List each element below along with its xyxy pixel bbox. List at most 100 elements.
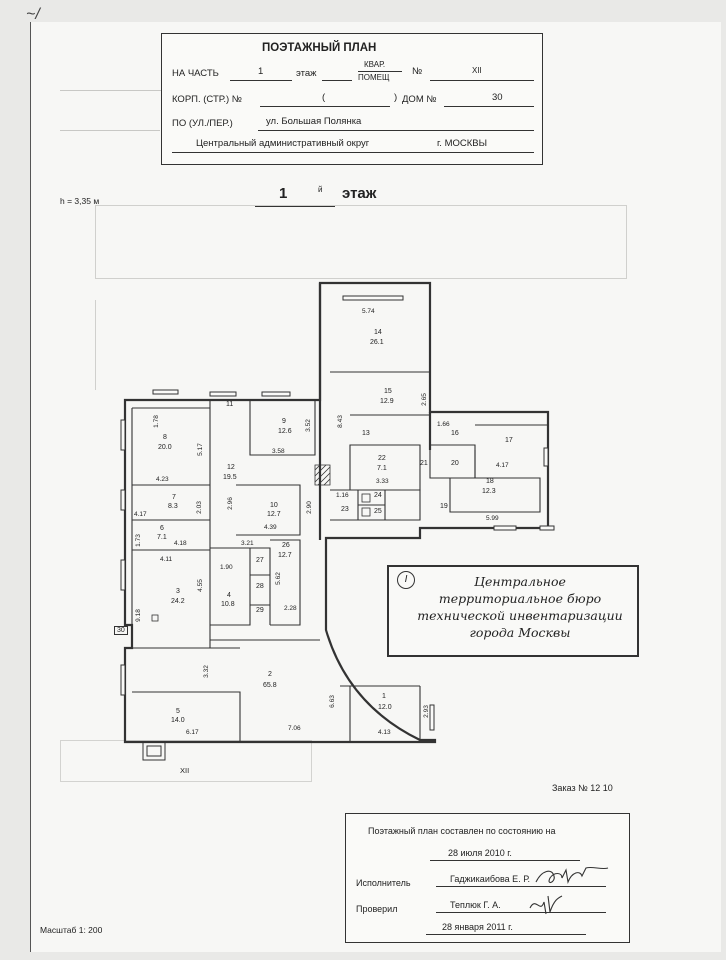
dom-value: 30 — [492, 92, 503, 103]
room-number: 25 — [374, 508, 382, 515]
dimension: 6.17 — [186, 729, 199, 736]
room-number: 10 — [270, 502, 278, 509]
checker-name: Теплюк Г. А. — [450, 900, 501, 910]
room-number: 27 — [256, 557, 264, 564]
dom-label: ДОМ № — [402, 94, 437, 105]
dimension: 1.16 — [336, 492, 349, 499]
room-area: 12.3 — [482, 488, 496, 495]
dimension: 2.65 — [420, 393, 428, 406]
room-number: 20 — [451, 460, 459, 467]
na-chast-value: 1 — [258, 66, 264, 77]
signature-executor — [535, 866, 609, 885]
room-number: 26 — [282, 542, 290, 549]
room-number: 5 — [176, 708, 180, 715]
dimension: 2.93 — [422, 705, 430, 718]
room-number: 30 — [114, 626, 128, 635]
footer-box: Поэтажный план составлен по состоянию на… — [345, 813, 630, 943]
dimension: 5.99 — [486, 515, 499, 522]
room-area: 8.3 — [168, 503, 178, 510]
room-area: 7.1 — [377, 465, 387, 472]
dimension: 3.58 — [272, 448, 285, 455]
dimension: 4.23 — [156, 476, 169, 483]
dimension: 4.17 — [134, 511, 147, 518]
dimension: 3.52 — [304, 419, 312, 432]
dimension: 1.73 — [134, 534, 142, 547]
dimension: 1.66 — [437, 421, 450, 428]
room-number: 8 — [163, 434, 167, 441]
korp-label: КОРП. (СТР.) № — [172, 94, 242, 105]
dimension: 4.11 — [160, 556, 173, 563]
room-number: 16 — [451, 430, 459, 437]
floor-number: 1 — [279, 185, 288, 202]
street-value: ул. Большая Полянка — [266, 116, 362, 127]
header-title: ПОЭТАЖНЫЙ ПЛАН — [262, 42, 377, 54]
room-number: 21 — [420, 460, 428, 467]
dimension: 2.28 — [284, 605, 297, 612]
plan-mark: XII — [180, 766, 190, 775]
korp-open: ( — [322, 92, 326, 103]
room-area: 12.9 — [380, 398, 394, 405]
state-line: Поэтажный план составлен по состоянию на — [368, 826, 556, 836]
room-number: 18 — [486, 478, 494, 485]
room-number: 7 — [172, 494, 176, 501]
room-area: 12.6 — [278, 428, 292, 435]
dimension: 4.39 — [264, 524, 277, 531]
no-label: № — [412, 66, 423, 77]
room-number: 24 — [374, 492, 382, 499]
room-number: 9 — [282, 418, 286, 425]
checker-label: Проверил — [356, 904, 398, 914]
na-chast-label: НА ЧАСТЬ — [172, 68, 219, 79]
dimension: 3.33 — [376, 478, 389, 485]
kvar-label: КВАР. — [364, 60, 386, 69]
room-number: 28 — [256, 583, 264, 590]
corner-mark: ~/ — [26, 6, 40, 23]
dimension: 2.96 — [226, 497, 234, 510]
executor-label: Исполнитель — [356, 878, 411, 888]
dimension: 5.74 — [362, 308, 375, 315]
room-number: 3 — [176, 588, 180, 595]
floor-suffix: й — [318, 185, 323, 194]
room-area: 14.0 — [171, 717, 185, 724]
signature-checker — [529, 895, 563, 915]
room-number: 15 — [384, 388, 392, 395]
dimension: 1.90 — [220, 564, 233, 571]
room-number: 11 — [226, 401, 234, 408]
order-number: Заказ № 12 10 — [552, 783, 613, 793]
dimension: 4.17 — [496, 462, 509, 469]
room-number: 12 — [227, 464, 235, 471]
dimension: 8.43 — [336, 415, 344, 428]
dimension: 2.03 — [195, 501, 203, 514]
dimension: 1.78 — [152, 415, 160, 428]
room-number: 6 — [160, 525, 164, 532]
dimension: 5.17 — [196, 443, 204, 456]
room-area: 26.1 — [370, 339, 384, 346]
room-area: 12.7 — [278, 552, 292, 559]
pomesh-value: XII — [472, 66, 482, 75]
room-area: 12.7 — [267, 511, 281, 518]
height-label: h = 3,35 м — [60, 196, 100, 206]
bti-circle-mark: I — [397, 571, 415, 589]
dimension: 2.90 — [305, 501, 313, 514]
bti-stamp-text: Центральное территориальное бюро техниче… — [417, 574, 623, 640]
room-area: 10.8 — [221, 601, 235, 608]
dimension: 3.21 — [241, 540, 254, 547]
room-area: 20.0 — [158, 444, 172, 451]
room-number: 17 — [505, 437, 513, 444]
room-number: 14 — [374, 329, 382, 336]
street-label: ПО (УЛ./ПЕР.) — [172, 118, 233, 129]
room-area: 12.0 — [378, 704, 392, 711]
header-stamp: ПОЭТАЖНЫЙ ПЛАН НА ЧАСТЬ 1 этаж КВАР. ПОМ… — [161, 33, 543, 165]
room-number: 2 — [268, 671, 272, 678]
pomesh-label: ПОМЕЩ — [358, 73, 390, 82]
room-area: 24.2 — [171, 598, 185, 605]
room-number: 19 — [440, 503, 448, 510]
sheet — [30, 22, 721, 952]
state-date: 28 июля 2010 г. — [448, 848, 512, 858]
dimension: 3.32 — [202, 665, 210, 678]
room-area: 65.8 — [263, 682, 277, 689]
floor-word: этаж — [342, 185, 377, 202]
room-number: 4 — [227, 592, 231, 599]
dimension: 5.62 — [274, 572, 282, 585]
korp-close: ) — [394, 92, 398, 103]
room-number: 22 — [378, 455, 386, 462]
